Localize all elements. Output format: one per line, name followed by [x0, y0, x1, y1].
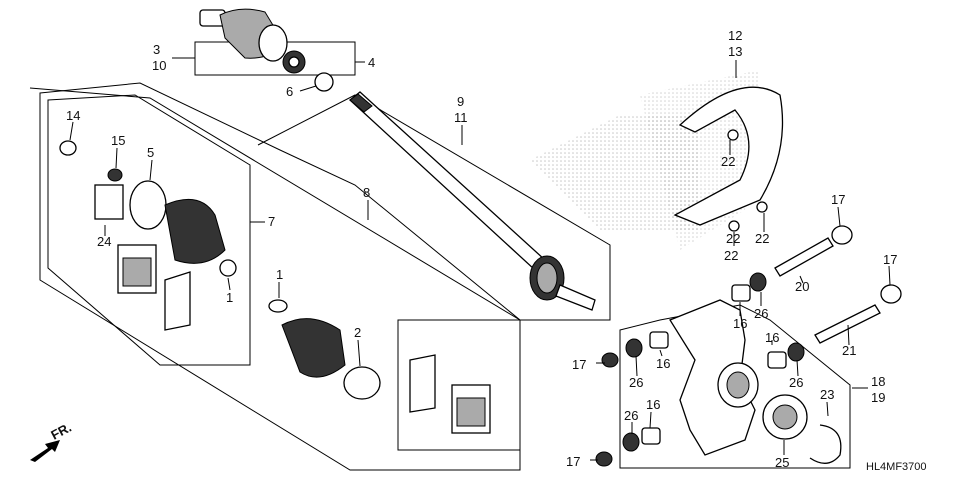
callout-5: 5	[147, 145, 154, 160]
callout-22c: 22	[755, 231, 769, 246]
callout-26d: 26	[624, 408, 638, 423]
disc-guard	[673, 86, 784, 232]
callout-26a: 26	[754, 306, 768, 321]
callout-16c: 16	[765, 330, 779, 345]
drawing-code: HL4MF3700	[866, 461, 927, 473]
callout-14: 14	[66, 108, 80, 123]
inner-joint-assembly	[199, 8, 334, 92]
knuckle-assembly	[669, 299, 842, 464]
callout-23: 23	[820, 387, 834, 402]
front-direction-arrow	[30, 440, 60, 462]
callout-26c: 26	[789, 375, 803, 390]
callout-17b: 17	[883, 252, 897, 267]
callout-9: 9	[457, 94, 464, 109]
callout-17a: 17	[831, 192, 845, 207]
callout-16a: 16	[733, 316, 747, 331]
callout-16b: 16	[656, 356, 670, 371]
callout-25: 25	[775, 455, 789, 470]
callout-17d: 17	[566, 454, 580, 469]
front-direction-label: FR.	[48, 420, 74, 443]
callout-20: 20	[795, 279, 809, 294]
callout-22a: 22	[721, 154, 735, 169]
callout-16d: 16	[646, 397, 660, 412]
callout-26b: 26	[629, 375, 643, 390]
callout-10: 10	[152, 58, 166, 73]
callout-17c: 17	[572, 357, 586, 372]
callout-7: 7	[268, 214, 275, 229]
callout-13: 13	[728, 44, 742, 59]
callout-4: 4	[368, 55, 375, 70]
pivot-hardware	[595, 225, 902, 467]
callout-15: 15	[111, 133, 125, 148]
assembly-outlines	[29, 41, 851, 471]
callout-2: 2	[354, 325, 361, 340]
callout-12: 12	[728, 28, 742, 43]
leader-lines	[69, 57, 891, 461]
callout-19: 19	[871, 390, 885, 405]
callout-21: 21	[842, 343, 856, 358]
callout-18: 18	[871, 374, 885, 389]
callout-1b: 1	[276, 267, 283, 282]
callout-11: 11	[454, 110, 468, 125]
inner-boot-kit	[268, 299, 491, 434]
callout-6: 6	[286, 84, 293, 99]
callout-24: 24	[97, 234, 111, 249]
outer-boot-kit	[59, 140, 237, 331]
callout-22d: 22	[724, 248, 738, 263]
drive-shaft	[349, 91, 596, 311]
callout-3: 3	[153, 42, 160, 57]
callout-labels: 3 10 4 6 14 15 5 7 24 1 1 2 8 9 11 12 13…	[66, 28, 897, 470]
callout-1a: 1	[226, 290, 233, 305]
callout-22b: 22	[726, 231, 740, 246]
callout-8: 8	[363, 185, 370, 200]
